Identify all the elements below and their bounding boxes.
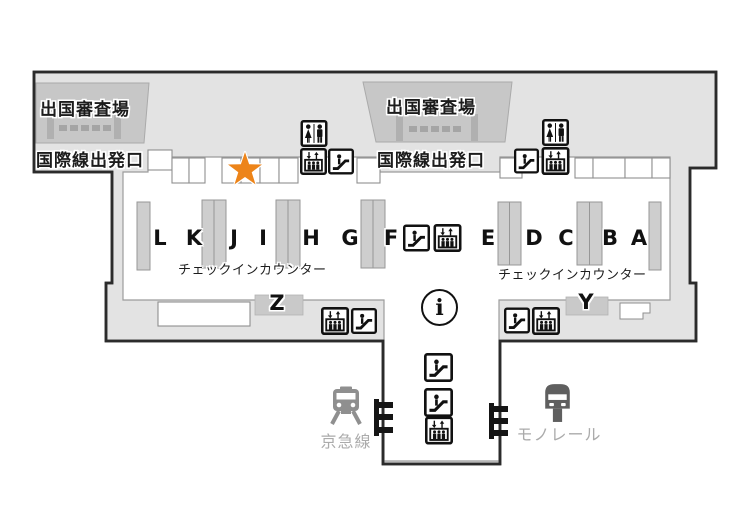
counter-letter-D: D (525, 226, 543, 250)
escalator-icon (351, 307, 377, 335)
counter-letter-L: L (153, 226, 167, 250)
service-box-left (157, 301, 251, 327)
counter-letter-H: H (302, 226, 320, 250)
security-area-left-label: 出国審査場 (40, 100, 130, 120)
station-connector-monorail (489, 403, 508, 439)
star-icon (226, 151, 264, 189)
zone-y-label: Y (578, 290, 594, 314)
security-area-right-label: 出国審査場 (386, 98, 476, 118)
checkin-caption-left: チェックインカウンター (178, 263, 327, 278)
counter-letter-I: I (259, 226, 267, 250)
information-icon: i (421, 289, 458, 326)
counter-letter-J: J (230, 226, 238, 250)
security-gates-right (396, 114, 478, 141)
elevator-icon (541, 147, 570, 175)
zone-z-label: Z (269, 291, 285, 315)
elevator-icon (321, 307, 349, 335)
checkin-caption-right: チェックインカウンター (498, 268, 647, 283)
counter-letter-G: G (341, 226, 359, 250)
restroom-icon (541, 119, 570, 146)
counter-letter-C: C (558, 226, 574, 250)
counter-letter-A: A (630, 226, 648, 250)
train-icon (328, 386, 364, 426)
counter-letter-F: F (383, 226, 399, 250)
keikyu-line-label: 京急線 (320, 432, 372, 451)
service-box-right (619, 302, 651, 320)
elevator-icon (433, 224, 462, 252)
escalator-icon (424, 388, 453, 417)
zone-z-counter (254, 294, 304, 316)
counter-letter-K: K (185, 226, 203, 250)
escalator-icon (514, 147, 539, 175)
security-gates-left (47, 112, 121, 139)
counter-letter-E: E (480, 226, 496, 250)
counter-letter-B: B (601, 226, 619, 250)
elevator-icon (425, 416, 453, 445)
restroom-icon (300, 120, 328, 147)
zone-y-counter (565, 296, 609, 316)
station-connector-keikyu (374, 399, 393, 436)
escalator-icon (424, 353, 453, 382)
escalator-icon (504, 307, 530, 334)
monorail-icon (541, 381, 574, 424)
elevator-icon (531, 307, 561, 335)
information-letter: i (435, 294, 444, 321)
building-outline (32, 70, 718, 466)
checkin-islands (136, 199, 662, 271)
elevator-icon (300, 148, 327, 175)
departure-exit-right-label: 国際線出発口 (377, 151, 485, 171)
departure-exit-left-label: 国際線出発口 (36, 151, 144, 171)
monorail-label: モノレール (516, 425, 602, 444)
escalator-icon (403, 224, 430, 252)
escalator-icon (328, 148, 354, 175)
